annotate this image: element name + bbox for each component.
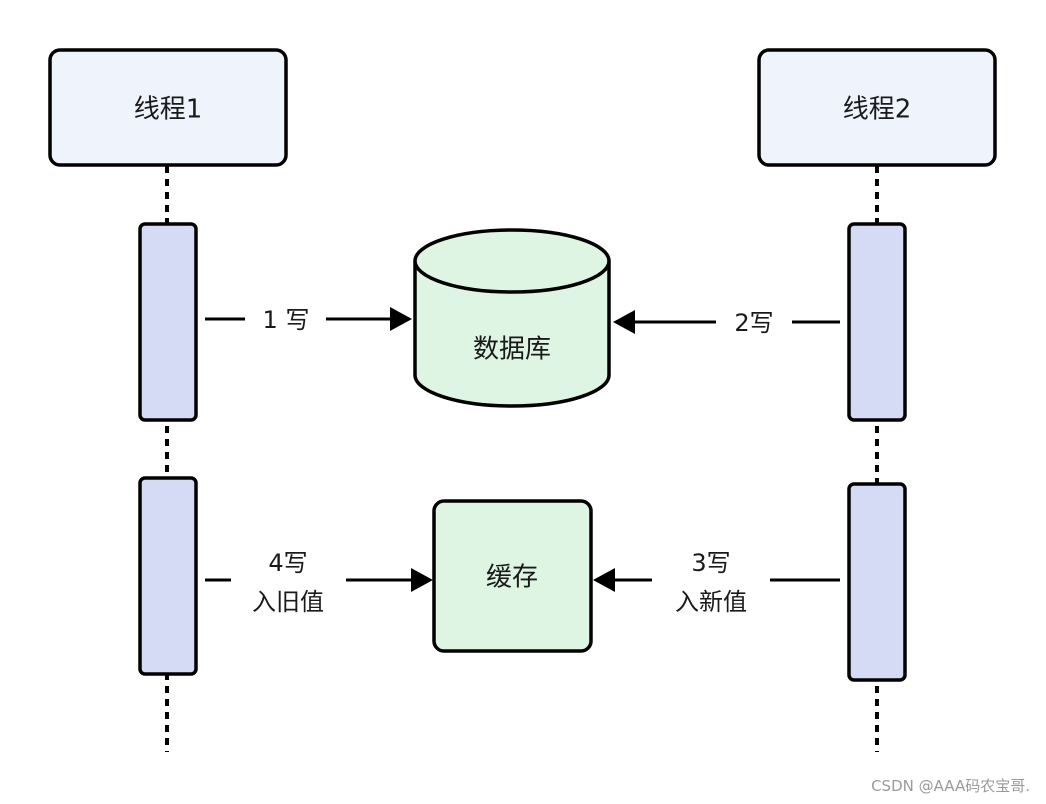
database-label: 数据库 (473, 335, 551, 365)
message-3-label-line2: 入新值 (675, 588, 747, 616)
database-store: 数据库 (413, 228, 611, 408)
cache-label: 缓存 (486, 563, 538, 593)
thread1-activation-2 (138, 476, 198, 676)
thread2-activation-1 (847, 222, 907, 422)
message-4-label-line1: 4写 (268, 549, 307, 577)
thread1-participant: 线程1 (48, 48, 288, 167)
watermark: CSDN @AAA码农宝哥. (871, 777, 1030, 795)
cache-store: 缓存 (432, 499, 593, 653)
thread1-label: 线程1 (134, 95, 203, 125)
message-4-arrow: 4写 入旧值 (205, 549, 433, 616)
message-3-label-line1: 3写 (691, 549, 730, 577)
thread2-activation-2 (847, 482, 907, 682)
message-1-arrow: 1 写 (205, 306, 412, 334)
thread2-label: 线程2 (843, 95, 912, 125)
message-3-arrow: 3写 入新值 (593, 549, 840, 616)
message-2-label: 2写 (734, 309, 773, 337)
message-4-label-line2: 入旧值 (252, 588, 324, 616)
message-1-label: 1 写 (263, 306, 310, 334)
message-2-arrow: 2写 (613, 309, 840, 337)
thread1-activation-1 (138, 222, 198, 422)
thread2-participant: 线程2 (757, 48, 997, 167)
